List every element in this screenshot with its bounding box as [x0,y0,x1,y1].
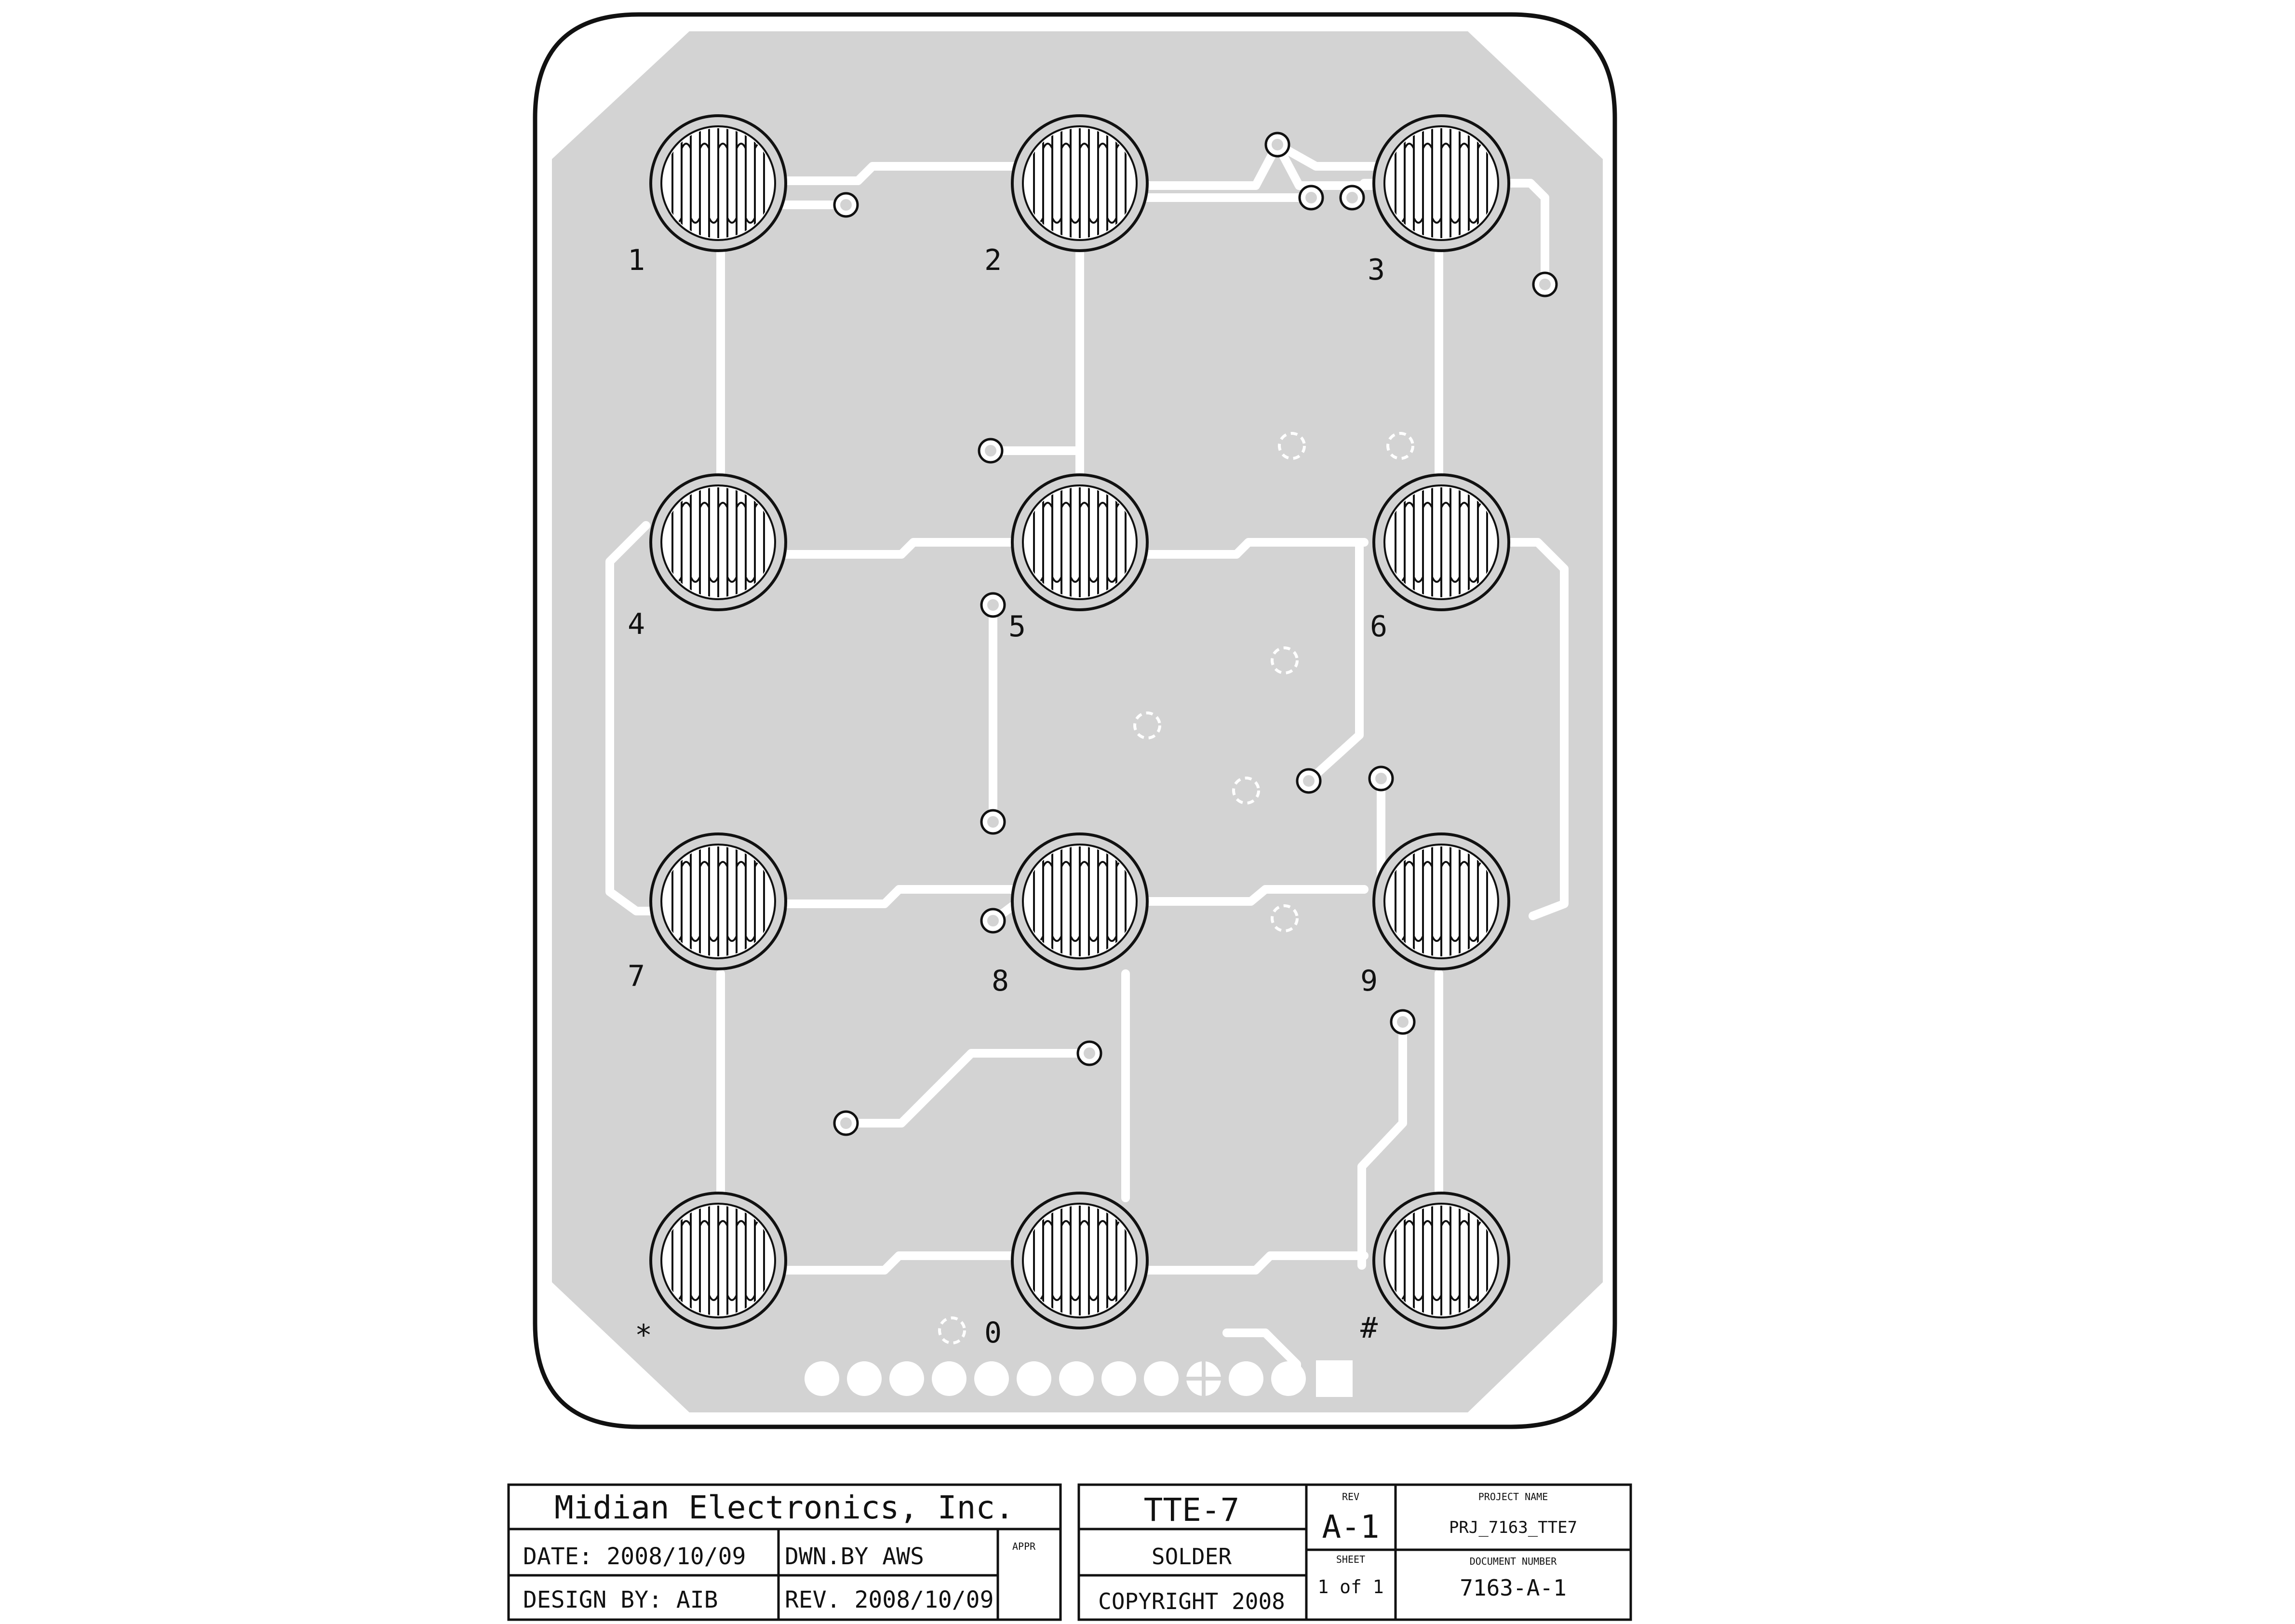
key-label: 5 [1008,610,1026,644]
via-hole [840,1117,852,1129]
sheet-value: 1 of 1 [1317,1576,1383,1597]
key-label: 7 [628,959,645,993]
via-hole [1303,775,1315,787]
connector-pad [1271,1361,1306,1396]
copyright: COPYRIGHT 2008 [1098,1588,1285,1614]
connector-pad-square [1316,1360,1353,1397]
via-hole [1272,139,1283,150]
connector-pad [1101,1361,1136,1396]
connector-pad [974,1361,1009,1396]
connector-pad [1059,1361,1094,1396]
key-label: * [635,1318,652,1352]
via-hole [1375,773,1387,784]
connector-pad [1229,1361,1263,1396]
via-hole [987,915,999,926]
via-hole [1084,1047,1095,1059]
product-name: TTE-7 [1144,1491,1240,1529]
project-name-label: PROJECT NAME [1478,1491,1548,1503]
key-label: 8 [992,964,1009,998]
via-hole [987,599,999,611]
company-name: Midian Electronics, Inc. [554,1489,1014,1526]
connector-pad [805,1361,839,1396]
connector-pad [847,1361,882,1396]
key-label: 6 [1370,610,1387,644]
via-hole [1397,1016,1409,1028]
connector-pad [1017,1361,1051,1396]
appr-label: APPR [1012,1541,1036,1552]
via-hole [1539,279,1551,290]
key-label: 2 [984,243,1002,277]
sheet-label: SHEET [1336,1554,1365,1565]
title-block-text: Midian Electronics, Inc. DATE: 2008/10/0… [523,1489,1577,1614]
date: DATE: 2008/10/09 [523,1543,746,1570]
project-name: PRJ_7163_TTE7 [1449,1518,1577,1537]
revision-date: REV. 2008/10/09 [785,1586,993,1613]
key-label: 9 [1360,964,1378,998]
connector-pad [932,1361,966,1396]
via-hole [985,445,996,456]
connector-pad [889,1361,924,1396]
via-hole [987,816,999,828]
key-label: 0 [984,1316,1002,1350]
key-label: 3 [1368,253,1385,287]
layer-name: SOLDER [1152,1543,1232,1570]
connector-pad [1144,1361,1179,1396]
rev-label: REV [1342,1491,1359,1503]
via-hole [840,199,852,211]
via-hole [1305,192,1317,203]
key-label: # [1360,1311,1378,1345]
rev-value: A-1 [1322,1508,1379,1545]
design-by: DESIGN BY: AIB [523,1586,718,1613]
via-hole [1346,192,1358,203]
key-label: 1 [628,243,645,277]
key-label: 4 [628,607,645,641]
drawn-by: DWN.BY AWS [785,1543,924,1570]
document-number: 7163-A-1 [1460,1575,1567,1601]
document-number-label: DOCUMENT NUMBER [1470,1556,1557,1567]
